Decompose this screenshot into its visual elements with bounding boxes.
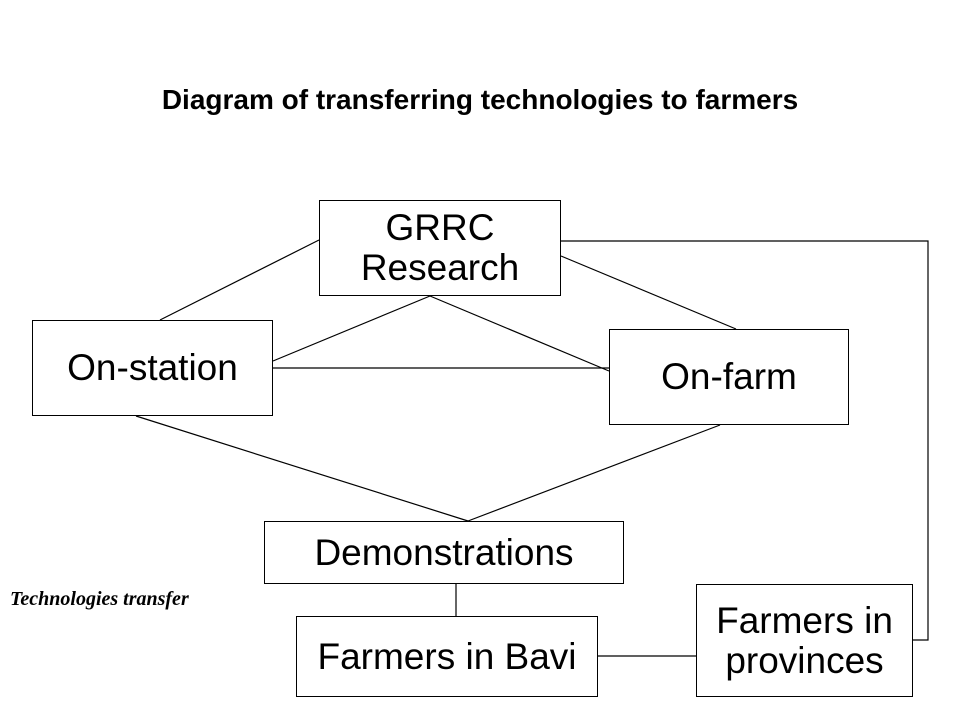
diagram-title: Diagram of transferring technologies to … xyxy=(161,84,799,115)
line-onstation-demo xyxy=(135,415,469,522)
on-station-label: On-station xyxy=(67,347,238,388)
line-grrc-center-onstation xyxy=(272,295,431,362)
demonstrations-label: Demonstrations xyxy=(314,531,574,573)
line-onfarm-demo xyxy=(467,424,721,522)
line-grrc-onstation xyxy=(159,239,320,321)
on-station-box: On-station xyxy=(32,320,273,416)
line-grrc-provinces xyxy=(561,240,929,641)
line-grrc-onfarm xyxy=(560,255,737,330)
farmers-in-bavi-box: Farmers in Bavi xyxy=(296,616,598,697)
on-farm-label: On-farm xyxy=(661,356,797,397)
farmers-in-bavi-label: Farmers in Bavi xyxy=(317,635,577,677)
line-grrc-center-onfarm xyxy=(429,295,610,372)
farmers-in-provinces-box: Farmers in provinces xyxy=(696,584,913,697)
on-farm-box: On-farm xyxy=(609,329,849,425)
demonstrations-box: Demonstrations xyxy=(264,521,624,584)
grrc-research-box: GRRC Research xyxy=(319,200,561,296)
farmers-in-provinces-label: Farmers in provinces xyxy=(716,599,893,681)
technologies-transfer-annotation: Technologies transfer xyxy=(10,588,189,610)
grrc-research-label: GRRC Research xyxy=(360,207,520,288)
